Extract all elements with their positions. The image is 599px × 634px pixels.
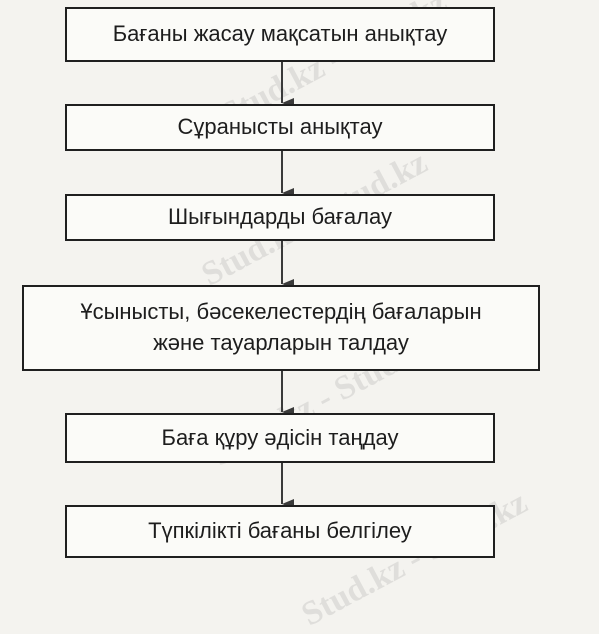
- step-4-box: Ұсынысты, бәсекелестердің бағаларын және…: [22, 285, 540, 371]
- step-1-label: Бағаны жасау мақсатын анықтау: [112, 21, 448, 47]
- step-2-box: Сұранысты анықтау: [65, 104, 495, 151]
- step-3-label: Шығындарды бағалау: [168, 204, 392, 230]
- step-4-label-line2: және тауарларын талдау: [153, 330, 409, 355]
- step-1-box: Бағаны жасау мақсатын анықтау: [65, 7, 495, 62]
- step-6-label: Түпкілікті бағаны белгілеу: [148, 518, 412, 544]
- arrows-layer: [281, 61, 294, 509]
- step-2-label: Сұранысты анықтау: [177, 114, 383, 140]
- step-6-box: Түпкілікті бағаны белгілеу: [65, 505, 495, 558]
- step-4-label-line1: Ұсынысты, бәсекелестердің бағаларын: [80, 299, 482, 325]
- step-5-label: Баға құру әдісін таңдау: [161, 424, 399, 450]
- step-3-box: Шығындарды бағалау: [65, 194, 495, 241]
- step-5-box: Баға құру әдісін таңдау: [65, 413, 495, 463]
- flowchart: Stud.kz - Stud.kz Stud.kz - Stud.kz Stud…: [22, 0, 540, 633]
